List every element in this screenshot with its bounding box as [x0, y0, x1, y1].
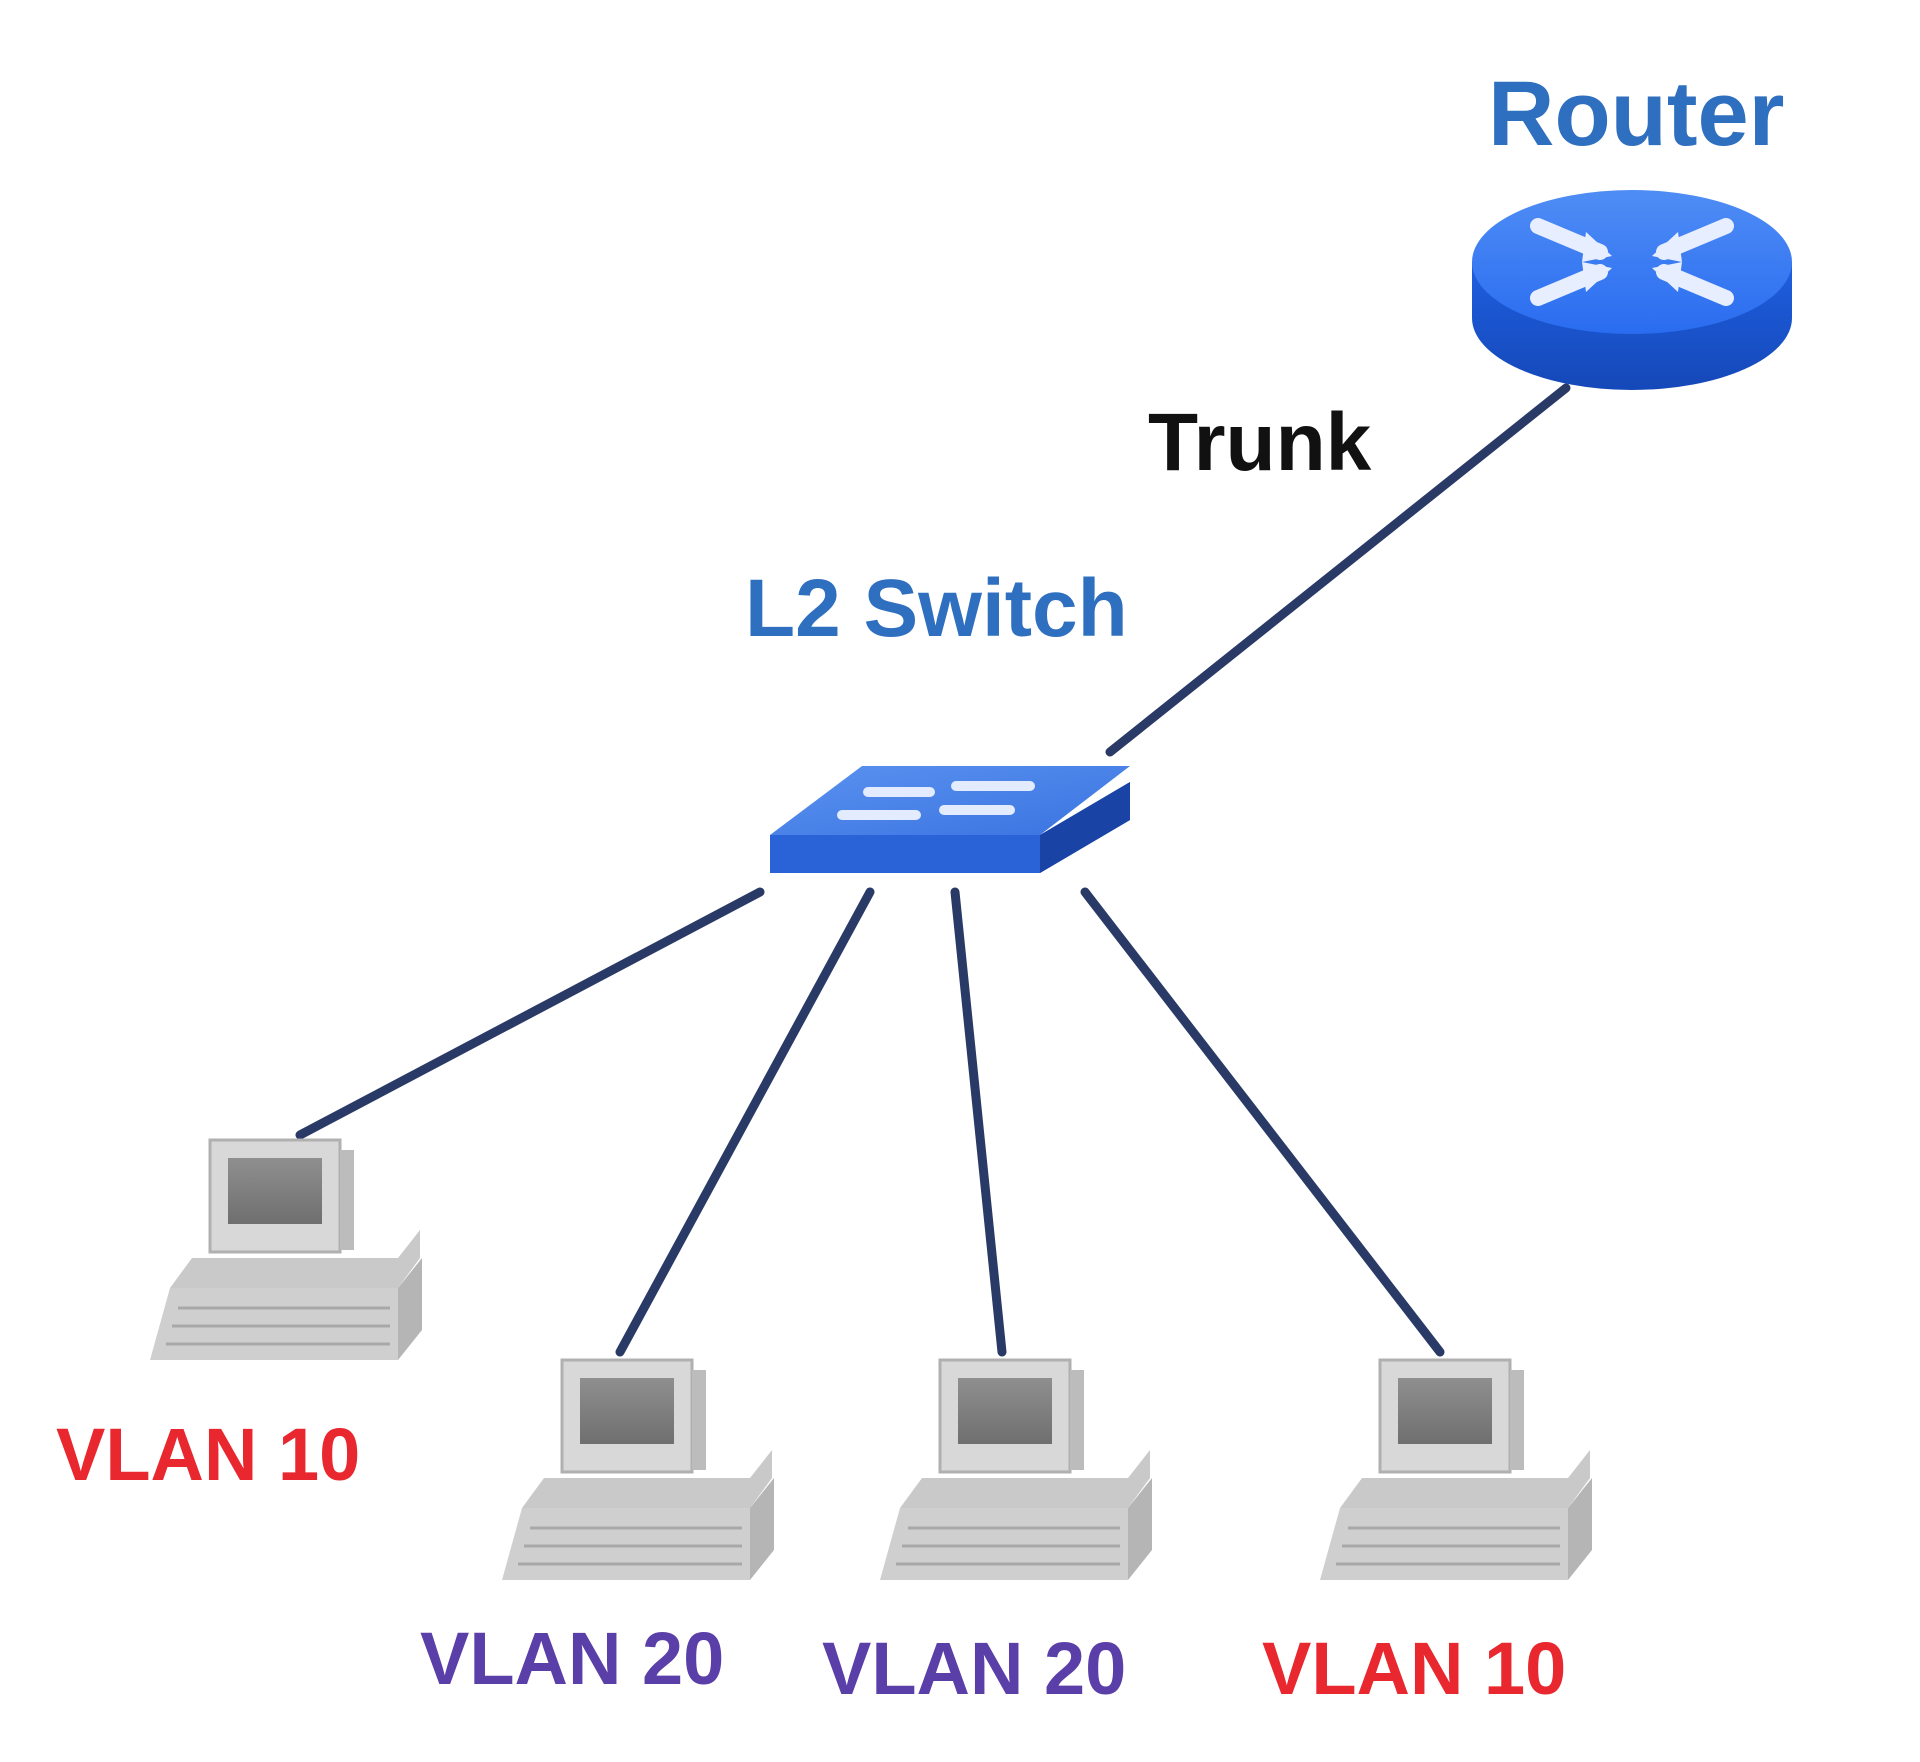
switch-icon — [770, 766, 1130, 873]
vlan-label: VLAN 20 — [822, 1627, 1127, 1710]
vlan-label: VLAN 10 — [1262, 1627, 1567, 1710]
access-link-4 — [1080, 887, 1445, 1357]
trunk-label: Trunk — [1148, 397, 1372, 488]
links — [295, 383, 1571, 1357]
router-icon — [1472, 190, 1792, 390]
access-link-3 — [950, 887, 1007, 1357]
pc-icon — [150, 1138, 422, 1360]
access-link-1 — [295, 887, 765, 1140]
pc-icon — [880, 1358, 1152, 1580]
vlan-label: VLAN 10 — [56, 1413, 361, 1496]
vlan-label: VLAN 20 — [420, 1617, 725, 1700]
switch-label: L2 Switch — [745, 563, 1128, 654]
pc-icon — [502, 1358, 774, 1580]
trunk-link — [1105, 383, 1571, 757]
router-label: Router — [1488, 63, 1785, 165]
access-link-2 — [615, 887, 875, 1357]
pc-icon — [1320, 1358, 1592, 1580]
